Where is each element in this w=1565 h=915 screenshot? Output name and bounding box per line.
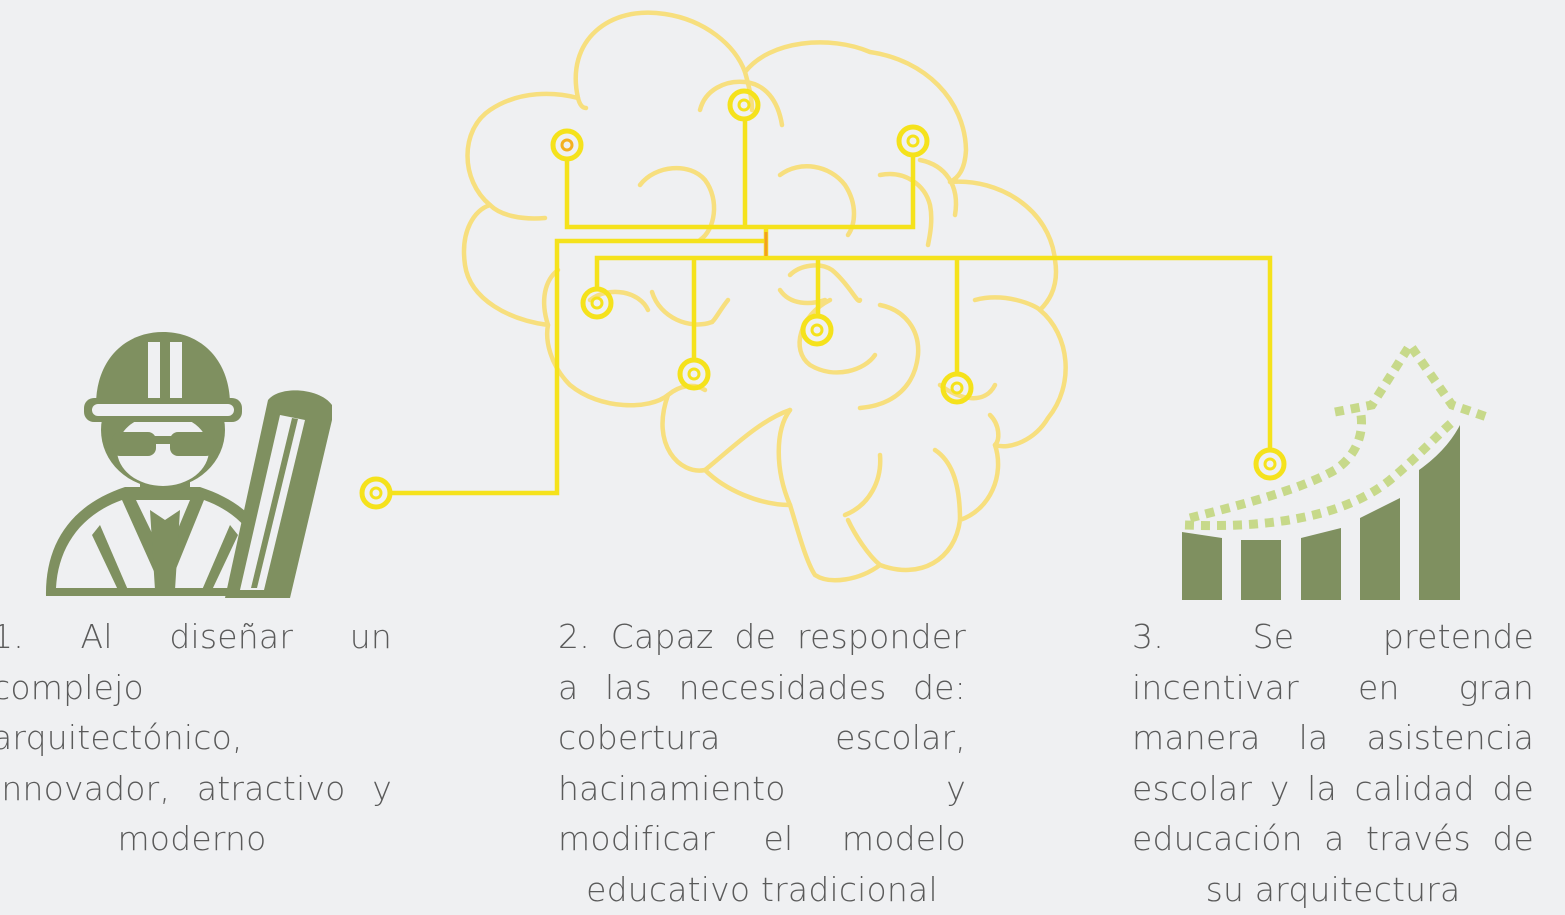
circuit-node [1253,447,1287,481]
circuit-node [677,357,711,391]
circuit-node [580,286,614,320]
step-1-caption: 1. Al diseñar un complejo arquitectónico… [0,617,392,858]
step-3-caption: 3. Se pretende incentivar en gran manera… [1132,617,1534,909]
brain-circuit-icon [461,10,1068,583]
circuit-nodes [359,88,1287,510]
growth-bar-chart-icon [1182,336,1492,600]
circuit-lines [392,120,1273,496]
circuit-node [800,313,834,347]
circuit-node [550,128,584,162]
architect-worker-icon [45,332,332,598]
circuit-node [727,88,761,122]
circuit-node [940,371,974,405]
circuit-node [896,124,930,158]
circuit-node [359,476,393,510]
step-2-caption: 2. Capaz de responder a las necesidades … [558,617,966,909]
